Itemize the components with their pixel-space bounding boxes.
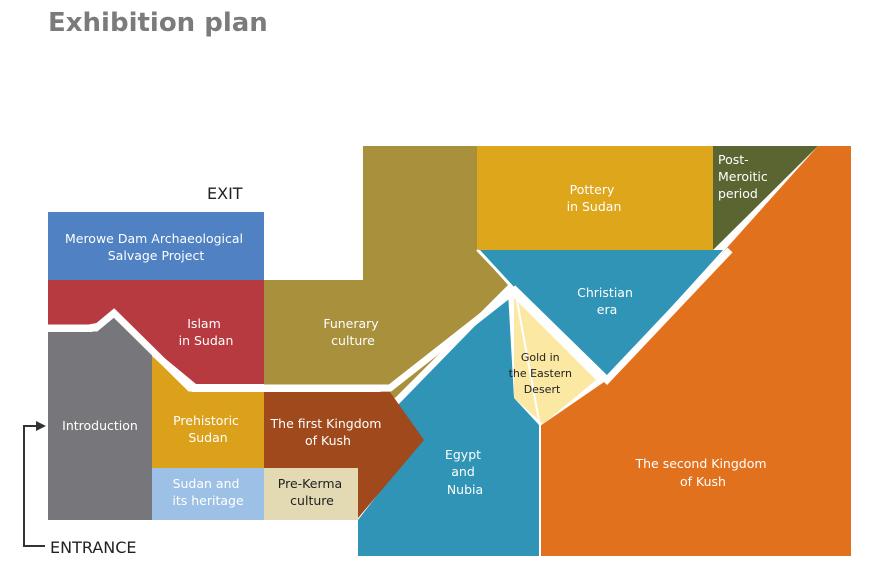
label-prekerma: Pre-Kerma culture — [278, 476, 346, 508]
entrance-arrow — [23, 425, 45, 547]
corridor-line — [48, 247, 733, 392]
label-first-kingdom: The first Kingdom of Kush — [270, 416, 386, 448]
label-introduction: Introduction — [62, 418, 138, 433]
label-funerary: Funerary culture — [323, 316, 382, 348]
arrow-head-icon — [36, 421, 46, 431]
room-prekerma[interactable] — [264, 468, 358, 520]
label-egypt: Egypt and Nubia — [445, 447, 485, 497]
label-merowe: Merowe Dam Archaeological Salvage Projec… — [65, 231, 247, 263]
label-gold: Gold in the Eastern Desert — [509, 351, 576, 396]
label-heritage: Sudan and its heritage — [172, 476, 244, 508]
room-merowe[interactable] — [48, 212, 264, 280]
room-egypt[interactable] — [358, 292, 540, 556]
room-post-meroitic[interactable] — [713, 146, 818, 250]
room-first-kingdom[interactable] — [264, 392, 424, 518]
room-funerary[interactable] — [264, 146, 508, 398]
entrance-label: ENTRANCE — [50, 538, 137, 557]
label-christian: Christian era — [577, 285, 637, 317]
room-pottery[interactable] — [477, 146, 713, 250]
room-christian[interactable] — [480, 250, 723, 378]
room-prehistoric[interactable] — [152, 356, 264, 468]
label-prehistoric: Prehistoric Sudan — [173, 413, 243, 445]
label-second-kingdom: The second Kingdom of Kush — [634, 456, 770, 489]
room-heritage[interactable] — [152, 468, 264, 520]
page-title: Exhibition plan — [48, 8, 268, 38]
room-second-kingdom[interactable] — [540, 146, 851, 556]
label-islam: Islam in Sudan — [179, 316, 234, 348]
exit-label: EXIT — [207, 184, 243, 203]
label-post-meroitic: Post- Meroitic period — [718, 152, 772, 201]
room-islam[interactable] — [48, 280, 264, 384]
corridor-line-2 — [476, 249, 541, 556]
label-pottery: Pottery in Sudan — [567, 182, 622, 214]
room-introduction[interactable] — [48, 318, 152, 520]
